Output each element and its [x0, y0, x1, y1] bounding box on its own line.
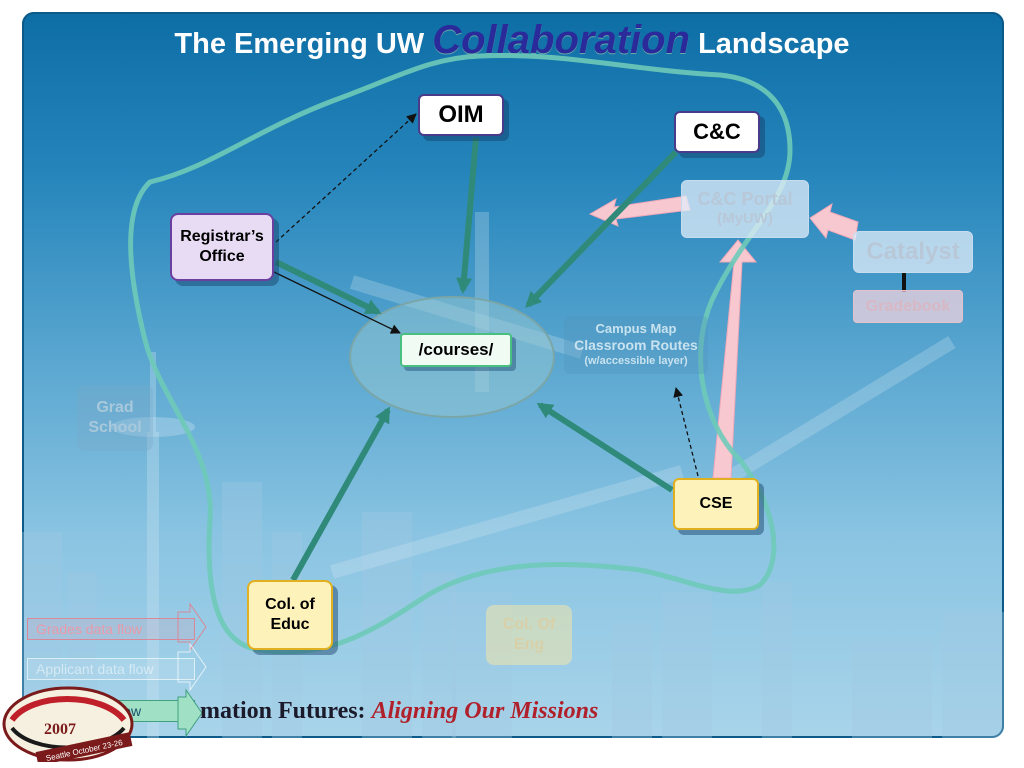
footer-missions: Aligning Our Missions — [371, 698, 599, 724]
oim-node: OIM — [418, 94, 504, 136]
registrar-label: Registrar’s Office — [180, 228, 264, 265]
course-flow-arrows — [274, 137, 679, 582]
oim-label: OIM — [438, 101, 484, 128]
courses-label: /courses/ — [418, 340, 494, 359]
cc-node: C&C — [674, 111, 760, 153]
legend-applicant-flow: Applicant data flow — [27, 658, 195, 680]
registrar-node: Registrar’s Office — [170, 213, 274, 281]
cc-portal-sublabel: (MyUW) — [717, 210, 773, 227]
footer-prefix: mation Futures: — [200, 698, 366, 724]
gradebook-node: Gradebook — [853, 290, 963, 323]
grad-school-label: Grad School — [88, 399, 142, 436]
campus-map-line-3: (w/accessible layer) — [584, 355, 688, 367]
col-educ-node: Col. of Educ — [247, 580, 333, 650]
cc-portal-node: C&C Portal (MyUW) — [681, 180, 809, 238]
cc-portal-label: C&C Portal — [697, 189, 793, 209]
campus-map-line-1: Campus Map — [595, 321, 677, 336]
cc-label: C&C — [693, 119, 741, 144]
logo-year: 2007 — [44, 721, 76, 738]
col-educ-label: Col. of Educ — [265, 596, 315, 633]
cse-label: CSE — [699, 495, 733, 512]
cse-node: CSE — [673, 478, 759, 530]
grad-school-node: Grad School — [77, 385, 153, 451]
col-eng-node: Col. Of Eng — [486, 605, 572, 665]
col-eng-label: Col. Of Eng — [502, 616, 556, 653]
legend-applicant-label: Applicant data flow — [27, 658, 195, 680]
courses-node: /courses/ — [400, 333, 512, 367]
gradebook-label: Gradebook — [865, 297, 951, 315]
campus-map-line-2: Classroom Routes — [574, 337, 698, 353]
legend-grades-label: Grades data flow — [27, 618, 195, 640]
campus-map-node: Campus Map Classroom Routes (w/accessibl… — [564, 316, 708, 374]
title-part-1: The Emerging UW — [174, 28, 425, 60]
collaboration-boundary — [128, 52, 793, 655]
catalyst-label: Catalyst — [866, 238, 960, 265]
footer-tagline: mation Futures: Aligning Our Missions — [200, 698, 598, 725]
legend-grades-flow: Grades data flow — [27, 618, 195, 640]
conference-logo: 2007 Seattle October 23-26 — [2, 686, 134, 762]
catalyst-node: Catalyst — [853, 231, 973, 273]
title-part-2: Landscape — [698, 28, 850, 60]
